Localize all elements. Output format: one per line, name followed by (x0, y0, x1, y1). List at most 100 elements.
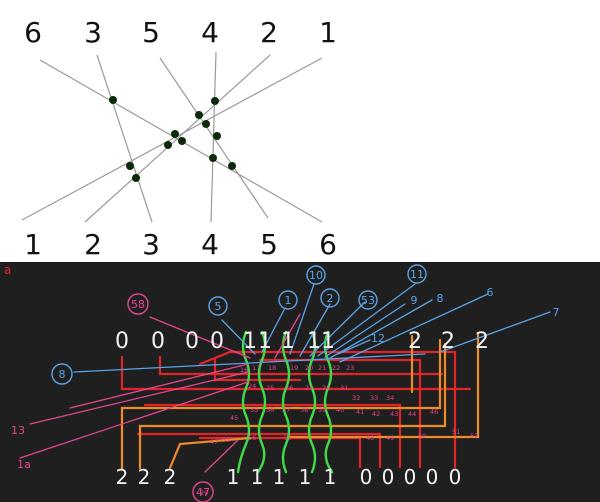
station-number: 55 (222, 436, 230, 444)
intersection-point (109, 96, 117, 104)
callout-number: 11 (410, 268, 424, 281)
orange-routes (120, 332, 480, 470)
blue-route (317, 283, 416, 357)
bottom-labels: 1 2 3 4 5 6 (24, 228, 337, 261)
red-route (120, 355, 472, 391)
station-number: 38 (300, 406, 308, 414)
blue-route (309, 301, 366, 357)
station-number: 40 (336, 406, 344, 414)
green-routes (236, 330, 334, 474)
top-digit: 1 (243, 329, 257, 354)
pink-route (149, 316, 251, 359)
station-number: 52 (470, 432, 478, 440)
green-route (256, 330, 267, 474)
hand-drawn-sketch: a (0, 262, 600, 502)
station-number: 43 (390, 410, 398, 418)
blue-routes (73, 283, 551, 373)
station-number: 41 (356, 408, 364, 416)
red-route (136, 432, 382, 469)
callout-circle (127, 293, 149, 315)
callout-circle (358, 290, 378, 310)
station-number: 22 (332, 364, 340, 372)
callout-number: 1a (17, 458, 31, 471)
blue-route (329, 299, 433, 359)
station-number: 28 (322, 384, 330, 392)
callout-number: 8 (437, 292, 444, 305)
top-digit: 0 (115, 329, 129, 354)
callout-circle (278, 290, 298, 310)
callout-circles (51, 264, 427, 502)
bottom-digit: 2 (164, 465, 177, 489)
top-digit: 0 (151, 329, 165, 354)
green-route (307, 330, 317, 474)
top-digit: 1 (281, 329, 295, 354)
bottom-label: 5 (260, 228, 278, 261)
green-route (281, 330, 291, 474)
bottom-digit: 0 (449, 465, 462, 489)
bottom-digit: 1 (299, 465, 312, 489)
callout-number: 7 (553, 306, 560, 319)
green-route (323, 330, 334, 474)
intersection-point (211, 97, 219, 105)
intersection-point (171, 130, 179, 138)
station-number: 49 (386, 434, 394, 442)
orange-route (120, 338, 442, 470)
callout-number: 12 (371, 332, 385, 345)
bottom-digit: 1 (227, 465, 240, 489)
pink-route (204, 439, 239, 473)
blue-route (339, 293, 489, 363)
station-number: 25 (266, 384, 274, 392)
station-number: 17 (252, 364, 260, 372)
top-label: 2 (260, 16, 278, 49)
station-number: 45 (230, 414, 238, 422)
callout-number: 47 (196, 486, 210, 499)
line-3 (96, 54, 153, 223)
top-digit: 1 (307, 329, 321, 354)
station-number: 29 (200, 489, 208, 497)
station-number: 57 (284, 434, 292, 442)
station-number: 21 (318, 364, 326, 372)
station-number: 36 (266, 406, 274, 414)
callout-number: 58 (131, 298, 145, 311)
station-number: 26 (285, 384, 293, 392)
bottom-digit: 0 (360, 465, 373, 489)
green-route (236, 330, 251, 474)
bottom-digit: 2 (116, 465, 129, 489)
station-number: 32 (352, 394, 360, 402)
bottom-digit: 1 (273, 465, 286, 489)
station-number: 48 (366, 434, 374, 442)
callout-number: 13 (11, 424, 25, 437)
intersection-point (178, 137, 186, 145)
station-number: 39 (318, 406, 326, 414)
sketch-background (0, 262, 600, 502)
callout-number: 9 (411, 294, 418, 307)
callout-number: 6 (487, 286, 494, 299)
station-number: 50 (418, 432, 426, 440)
callout-number: 2 (327, 292, 334, 305)
callout-circle (51, 363, 73, 385)
bottom-digit: 0 (382, 465, 395, 489)
station-number: 24 (248, 382, 256, 390)
station-number: 47 (210, 438, 218, 446)
pink-route (69, 363, 249, 409)
bottom-label: 1 (24, 228, 42, 261)
callout-circle (320, 288, 340, 308)
station-number: 42 (372, 410, 380, 418)
station-number: 33 (370, 394, 378, 402)
station-number: 31 (340, 384, 348, 392)
intersection-point (213, 132, 221, 140)
line-1 (21, 57, 323, 221)
pink-routes (19, 313, 301, 473)
station-number: 35 (250, 406, 258, 414)
bottom-label: 4 (201, 228, 219, 261)
orange-route (288, 332, 480, 439)
bottom-digit: 2 (138, 465, 151, 489)
bottom-label: 3 (142, 228, 160, 261)
callout-circle (407, 264, 427, 284)
station-number: 46 (430, 408, 438, 416)
top-label: 4 (201, 16, 219, 49)
station-number: 18 (268, 364, 276, 372)
orange-route (168, 436, 252, 470)
